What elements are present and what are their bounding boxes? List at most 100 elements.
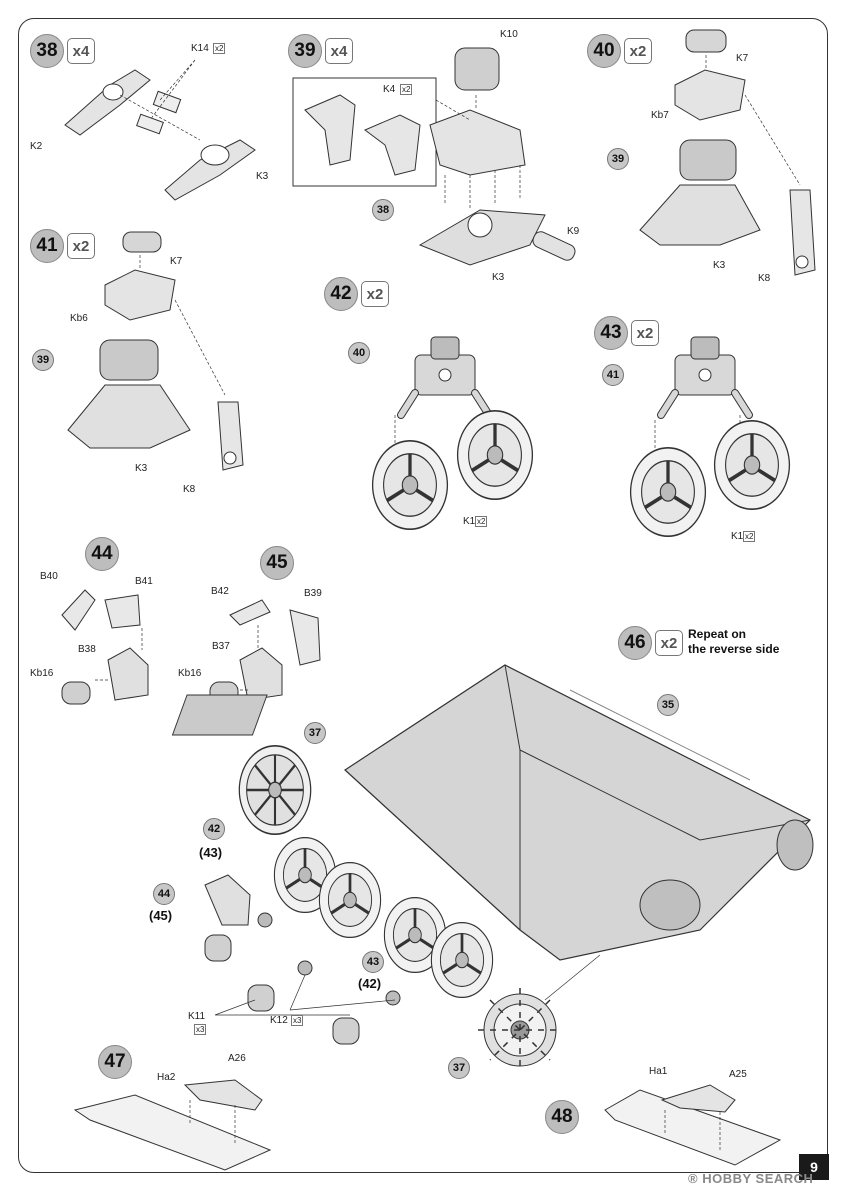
part-label: K1 bbox=[731, 531, 744, 542]
reference-badge: 38 bbox=[372, 199, 394, 221]
reference-badge: 44 bbox=[153, 883, 175, 905]
part-label: Kb16 bbox=[30, 668, 54, 679]
part-label: Ha1 bbox=[649, 1066, 668, 1077]
part-label: Kb6 bbox=[70, 313, 88, 324]
quantity-badge: x4 bbox=[325, 38, 353, 64]
step46-running-gear bbox=[204, 745, 601, 1072]
reference-alt: (42) bbox=[358, 976, 382, 991]
part-label: K8 bbox=[183, 484, 196, 495]
watermark: ® HOBBY SEARCH bbox=[688, 1171, 813, 1186]
step48-art bbox=[604, 1084, 782, 1166]
part-label: B40 bbox=[40, 571, 58, 582]
step40-art bbox=[639, 29, 816, 276]
part-label: K7 bbox=[170, 256, 183, 267]
reference-badge: 39 bbox=[607, 148, 629, 170]
reference-alt: (45) bbox=[149, 908, 173, 923]
watermark-mark: ® bbox=[688, 1171, 699, 1186]
step47-art bbox=[73, 1079, 272, 1171]
part-quantity: x2 bbox=[475, 516, 488, 527]
watermark-text: HOBBY SEARCH bbox=[702, 1171, 814, 1186]
part-quantity: x2 bbox=[743, 531, 756, 542]
step-number: 38 bbox=[30, 34, 64, 68]
quantity-badge: x4 bbox=[67, 38, 95, 64]
step-47-header: 47 bbox=[98, 1045, 132, 1079]
step-number: 44 bbox=[85, 537, 119, 571]
part-label: K4 bbox=[383, 84, 396, 95]
step-number: 40 bbox=[587, 34, 621, 68]
part-label: B41 bbox=[135, 576, 153, 587]
step-number: 42 bbox=[324, 277, 358, 311]
reference-badge: 41 bbox=[602, 364, 624, 386]
part-label: K14 bbox=[191, 43, 209, 54]
step43-art bbox=[628, 337, 792, 539]
step-number: 48 bbox=[545, 1100, 579, 1134]
note-line-2: the reverse side bbox=[688, 642, 780, 656]
step-number: 46 bbox=[618, 626, 652, 660]
part-label: B38 bbox=[78, 644, 96, 655]
step38-art bbox=[64, 59, 256, 201]
part-quantity: x3 bbox=[194, 1024, 207, 1035]
reference-badge: 43 bbox=[362, 951, 384, 973]
part-label: K2 bbox=[30, 141, 43, 152]
part-label: B42 bbox=[211, 586, 229, 597]
part-label: K9 bbox=[567, 226, 580, 237]
step-45-header: 45 bbox=[260, 546, 294, 580]
note-line-1: Repeat on bbox=[688, 627, 747, 641]
step-number: 41 bbox=[30, 229, 64, 263]
step-42-header: 42 x2 bbox=[324, 277, 389, 311]
step-46-header: 46 x2 bbox=[618, 626, 683, 660]
part-quantity: x3 bbox=[291, 1015, 304, 1026]
reference-badge: 39 bbox=[32, 349, 54, 371]
part-label: K3 bbox=[135, 463, 148, 474]
step42-art bbox=[370, 337, 535, 532]
reference-badge: 37 bbox=[448, 1057, 470, 1079]
step-48-header: 48 bbox=[545, 1100, 579, 1134]
part-label: A26 bbox=[228, 1053, 246, 1064]
step-41-header: 41 x2 bbox=[30, 229, 95, 263]
part-label: K7 bbox=[736, 53, 749, 64]
step-44-header: 44 bbox=[85, 537, 119, 571]
reference-alt: (43) bbox=[199, 845, 223, 860]
quantity-badge: x2 bbox=[67, 233, 95, 259]
part-label: K1 bbox=[463, 516, 476, 527]
part-quantity: x2 bbox=[400, 84, 413, 95]
step-40-header: 40 x2 bbox=[587, 34, 652, 68]
step45-art bbox=[209, 599, 321, 705]
part-label: K12 bbox=[270, 1015, 288, 1026]
part-label: K8 bbox=[758, 273, 771, 284]
reference-badge: 37 bbox=[304, 722, 326, 744]
step-46-note: Repeat on the reverse side bbox=[688, 627, 779, 657]
part-quantity: x2 bbox=[213, 43, 226, 54]
part-label: A25 bbox=[729, 1069, 747, 1080]
quantity-badge: x2 bbox=[361, 281, 389, 307]
page-border bbox=[18, 18, 828, 1173]
reference-badge: 40 bbox=[348, 342, 370, 364]
reference-badge: 42 bbox=[203, 818, 225, 840]
quantity-badge: x2 bbox=[624, 38, 652, 64]
reference-badge: 35 bbox=[657, 694, 679, 716]
part-label: K3 bbox=[492, 272, 505, 283]
step44-art bbox=[61, 589, 149, 705]
part-label: B37 bbox=[212, 641, 230, 652]
step-number: 45 bbox=[260, 546, 294, 580]
step-38-header: 38 x4 bbox=[30, 34, 95, 68]
step46-hull bbox=[171, 664, 814, 961]
part-label: K11 bbox=[188, 1011, 206, 1022]
part-label: Kb16 bbox=[178, 668, 202, 679]
step-number: 39 bbox=[288, 34, 322, 68]
step-number: 47 bbox=[98, 1045, 132, 1079]
step39-art bbox=[292, 47, 576, 266]
quantity-badge: x2 bbox=[655, 630, 683, 656]
step41-art bbox=[67, 231, 244, 471]
quantity-badge: x2 bbox=[631, 320, 659, 346]
page-number: 9 bbox=[799, 1154, 829, 1180]
part-label: K3 bbox=[256, 171, 269, 182]
part-label: Kb7 bbox=[651, 110, 669, 121]
part-label: K10 bbox=[500, 29, 518, 40]
part-label: Ha2 bbox=[157, 1072, 176, 1083]
step-43-header: 43 x2 bbox=[594, 316, 659, 350]
part-label: K3 bbox=[713, 260, 726, 271]
step-39-header: 39 x4 bbox=[288, 34, 353, 68]
step-number: 43 bbox=[594, 316, 628, 350]
